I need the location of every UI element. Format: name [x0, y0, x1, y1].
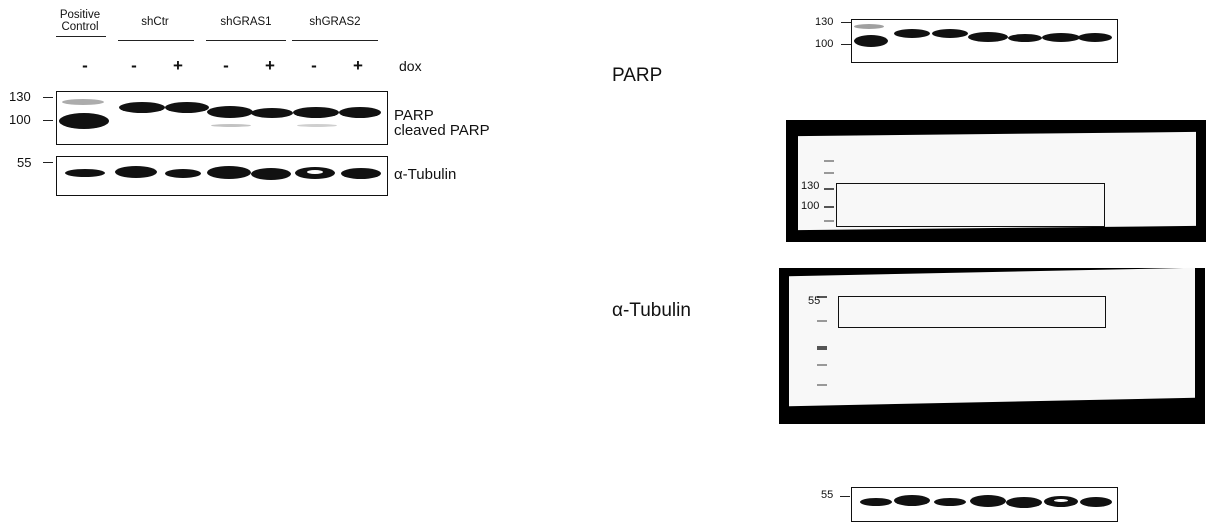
membrane-surface	[789, 267, 1195, 407]
group-underline	[118, 40, 194, 41]
dox-label: dox	[399, 58, 422, 74]
group-label-shgras1: shGRAS1	[220, 16, 272, 28]
blot-band	[860, 498, 892, 506]
group-label-positive-control: Positive Control	[59, 9, 101, 33]
mw-marker-130: 130	[815, 16, 834, 28]
tubulin-full-membrane	[779, 267, 1205, 424]
blot-band	[339, 107, 381, 118]
crop-region-box	[836, 183, 1105, 227]
dox-sign: -	[131, 56, 137, 75]
group-label-shctr: shCtr	[141, 16, 169, 28]
tubulin-cropped-blot	[851, 487, 1118, 522]
ladder-band	[817, 384, 827, 386]
blot-band	[165, 102, 209, 113]
ladder-band	[824, 172, 834, 174]
blot-band	[115, 166, 157, 178]
dox-sign: -	[82, 56, 88, 75]
blot-band	[119, 102, 165, 113]
blot-band	[894, 29, 930, 38]
blot-band	[1080, 497, 1112, 507]
dox-sign: -	[223, 56, 229, 75]
mw-marker-100: 100	[815, 38, 834, 50]
ladder-band	[824, 188, 834, 190]
ladder-band	[817, 296, 827, 298]
label-parp: PARP	[394, 107, 434, 124]
blot-band	[1054, 499, 1068, 502]
mw-marker-55: 55	[821, 489, 834, 501]
dox-sign: -	[311, 56, 317, 75]
blot-band	[293, 107, 339, 118]
mw-marker-100: 100	[9, 112, 31, 127]
ladder-band	[824, 206, 834, 208]
dox-sign: +	[173, 56, 183, 75]
blot-band	[211, 124, 251, 127]
blot-band	[207, 166, 251, 179]
blot-band	[297, 124, 337, 127]
blot-band	[1042, 33, 1080, 42]
ladder-band	[817, 364, 827, 366]
title-alpha-tubulin: α-Tubulin	[612, 300, 691, 321]
blot-band	[1078, 33, 1112, 42]
group-underline	[56, 36, 106, 37]
mw-tick	[43, 162, 53, 163]
parp-cropped-blot	[851, 19, 1118, 63]
mw-marker-55: 55	[808, 295, 821, 307]
blot-band	[1006, 497, 1042, 508]
mw-marker-130: 130	[801, 180, 820, 192]
mw-tick	[43, 120, 53, 121]
ladder-band	[824, 160, 834, 162]
tubulin-blot	[56, 156, 388, 196]
group-underline	[206, 40, 286, 41]
blot-band	[207, 106, 253, 118]
mw-marker-130: 130	[9, 89, 31, 104]
group-label-shgras2: shGRAS2	[309, 16, 361, 28]
title-parp: PARP	[612, 65, 663, 86]
blot-band	[854, 35, 888, 47]
blot-band	[307, 170, 323, 174]
ladder-band	[817, 346, 827, 350]
blot-band	[62, 99, 104, 105]
crop-region-box	[838, 296, 1106, 328]
parp-blot	[56, 91, 388, 145]
group-underline	[292, 40, 378, 41]
blot-band	[970, 495, 1006, 507]
ladder-band	[817, 320, 827, 322]
dox-sign: +	[353, 56, 363, 75]
label-alpha-tubulin: α-Tubulin	[394, 166, 457, 183]
mw-tick	[841, 44, 851, 45]
blot-band	[1008, 34, 1042, 42]
blot-band	[59, 113, 109, 129]
blot-band	[65, 169, 105, 177]
ladder-band	[824, 220, 834, 222]
mw-tick	[43, 97, 53, 98]
mw-tick	[841, 22, 851, 23]
blot-band	[934, 498, 966, 506]
blot-band	[165, 169, 201, 178]
mw-marker-55: 55	[17, 155, 32, 170]
blot-band	[894, 495, 930, 506]
parp-full-membrane	[786, 120, 1206, 242]
blot-band	[968, 32, 1008, 42]
blot-band	[341, 168, 381, 179]
mw-tick	[840, 496, 850, 497]
blot-band	[251, 168, 291, 180]
dox-sign: +	[265, 56, 275, 75]
mw-marker-100: 100	[801, 200, 820, 212]
blot-band	[854, 24, 884, 29]
label-cleaved-parp: cleaved PARP	[394, 122, 490, 139]
blot-band	[932, 29, 968, 38]
blot-band	[251, 108, 293, 118]
